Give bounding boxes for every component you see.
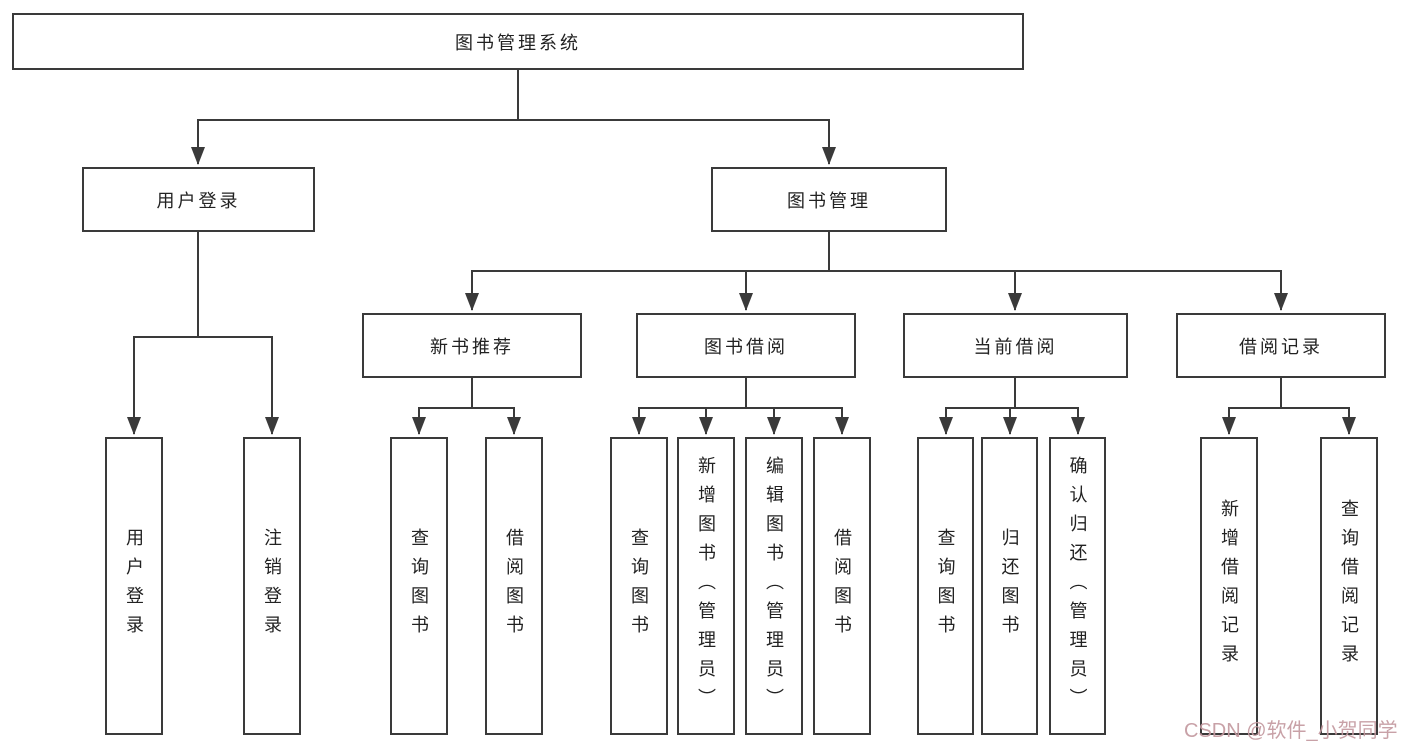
- leaf-edit-books-admin: 编辑图书（管理员）: [745, 437, 803, 735]
- node-book-management-label: 图书管理: [787, 190, 871, 211]
- connector: [412, 378, 473, 435]
- node-current-borrow-label: 当前借阅: [973, 336, 1058, 357]
- leaf-borrow-books-recommend: 借阅图书: [485, 437, 543, 735]
- connector: [939, 378, 1016, 435]
- leaf-return-books: 归还图书: [981, 437, 1038, 735]
- connector: [197, 232, 279, 435]
- connector: [517, 70, 836, 165]
- leaf-query-books-current-label: 查询图书: [935, 528, 956, 644]
- node-book-borrow: 图书借阅: [636, 313, 856, 378]
- node-user-login: 用户登录: [82, 167, 315, 232]
- leaf-borrow-books-recommend-label: 借阅图书: [504, 528, 524, 644]
- watermark: CSDN @软件_小贺同学: [1184, 720, 1398, 742]
- node-borrow-record: 借阅记录: [1176, 313, 1386, 378]
- node-root: 图书管理系统: [12, 13, 1024, 70]
- connector: [699, 378, 747, 435]
- connector: [191, 70, 519, 165]
- connector: [745, 378, 849, 435]
- connector: [828, 232, 1288, 311]
- leaf-query-books-current: 查询图书: [917, 437, 974, 735]
- node-current-borrow: 当前借阅: [903, 313, 1128, 378]
- connector: [632, 378, 747, 435]
- leaf-borrow-books: 借阅图书: [813, 437, 871, 735]
- leaf-query-books-recommend: 查询图书: [390, 437, 448, 735]
- leaf-add-borrow-record: 新增借阅记录: [1200, 437, 1258, 735]
- connector: [471, 378, 521, 435]
- connector: [739, 232, 830, 311]
- leaf-query-borrow-record: 查询借阅记录: [1320, 437, 1378, 735]
- leaf-user-login: 用户登录: [105, 437, 163, 735]
- leaf-edit-books-admin-label: 编辑图书（管理员）: [764, 455, 784, 717]
- leaf-query-books-borrow: 查询图书: [610, 437, 668, 735]
- node-borrow-record-label: 借阅记录: [1239, 336, 1323, 357]
- leaf-logout-label: 注销登录: [262, 528, 282, 644]
- leaf-add-books-admin: 新增图书（管理员）: [677, 437, 735, 735]
- leaf-query-books-borrow-label: 查询图书: [629, 528, 649, 644]
- leaf-add-books-admin-label: 新增图书（管理员）: [696, 455, 716, 717]
- leaf-return-books-label: 归还图书: [999, 528, 1020, 644]
- node-root-label: 图书管理系统: [455, 32, 581, 53]
- leaf-add-borrow-record-label: 新增借阅记录: [1219, 499, 1239, 673]
- leaf-confirm-return-admin: 确认归还（管理员）: [1049, 437, 1106, 735]
- node-user-login-label: 用户登录: [156, 190, 241, 211]
- connector: [1222, 378, 1282, 435]
- connector: [1280, 378, 1356, 435]
- leaf-borrow-books-label: 借阅图书: [832, 528, 852, 644]
- leaf-query-borrow-record-label: 查询借阅记录: [1339, 499, 1359, 673]
- node-book-management: 图书管理: [711, 167, 947, 232]
- connector: [127, 232, 199, 435]
- leaf-user-login-label: 用户登录: [124, 528, 144, 644]
- connector: [745, 378, 781, 435]
- node-new-book-recommend-label: 新书推荐: [430, 336, 514, 357]
- leaf-query-books-recommend-label: 查询图书: [409, 528, 429, 644]
- node-book-borrow-label: 图书借阅: [704, 336, 788, 357]
- connector: [1014, 378, 1085, 435]
- leaf-logout: 注销登录: [243, 437, 301, 735]
- leaf-confirm-return-admin-label: 确认归还（管理员）: [1067, 455, 1088, 717]
- node-new-book-recommend: 新书推荐: [362, 313, 582, 378]
